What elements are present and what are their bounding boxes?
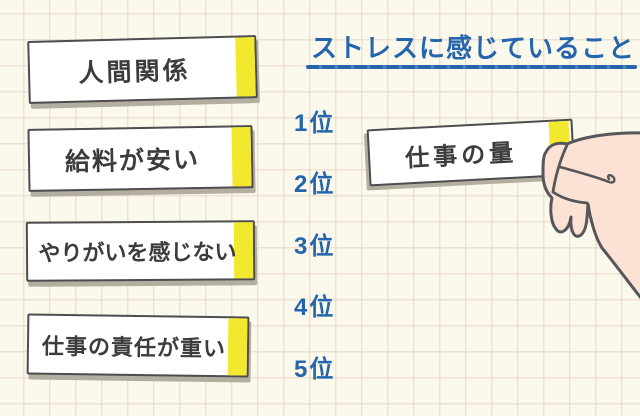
rank-label-5: 5位 bbox=[294, 356, 336, 383]
rank-label-2: 2位 bbox=[294, 171, 336, 198]
rank-label-4: 4位 bbox=[294, 294, 336, 321]
note-label: やりがいを感じない bbox=[38, 239, 237, 266]
note-relationships: 人間関係 bbox=[27, 35, 258, 104]
page-title: ストレスに感じていること bbox=[310, 33, 635, 63]
rank-label-3: 3位 bbox=[294, 233, 336, 260]
hand-holding-note-icon bbox=[541, 131, 640, 300]
note-label: 仕事の責任が重い bbox=[41, 333, 227, 361]
title-underline bbox=[306, 65, 637, 69]
note-label: 仕事の量 bbox=[404, 139, 518, 173]
note-low-salary: 給料が安い bbox=[27, 125, 254, 192]
rank-label-1: 1位 bbox=[294, 110, 336, 137]
note-yellow-tab bbox=[235, 37, 256, 97]
note-label: 給料が安い bbox=[64, 145, 201, 176]
note-yellow-tab bbox=[231, 127, 252, 187]
note-label: 人間関係 bbox=[78, 56, 191, 88]
note-no-fulfillment: やりがいを感じない bbox=[25, 220, 256, 282]
note-heavy-responsibility: 仕事の責任が重い bbox=[26, 313, 250, 378]
